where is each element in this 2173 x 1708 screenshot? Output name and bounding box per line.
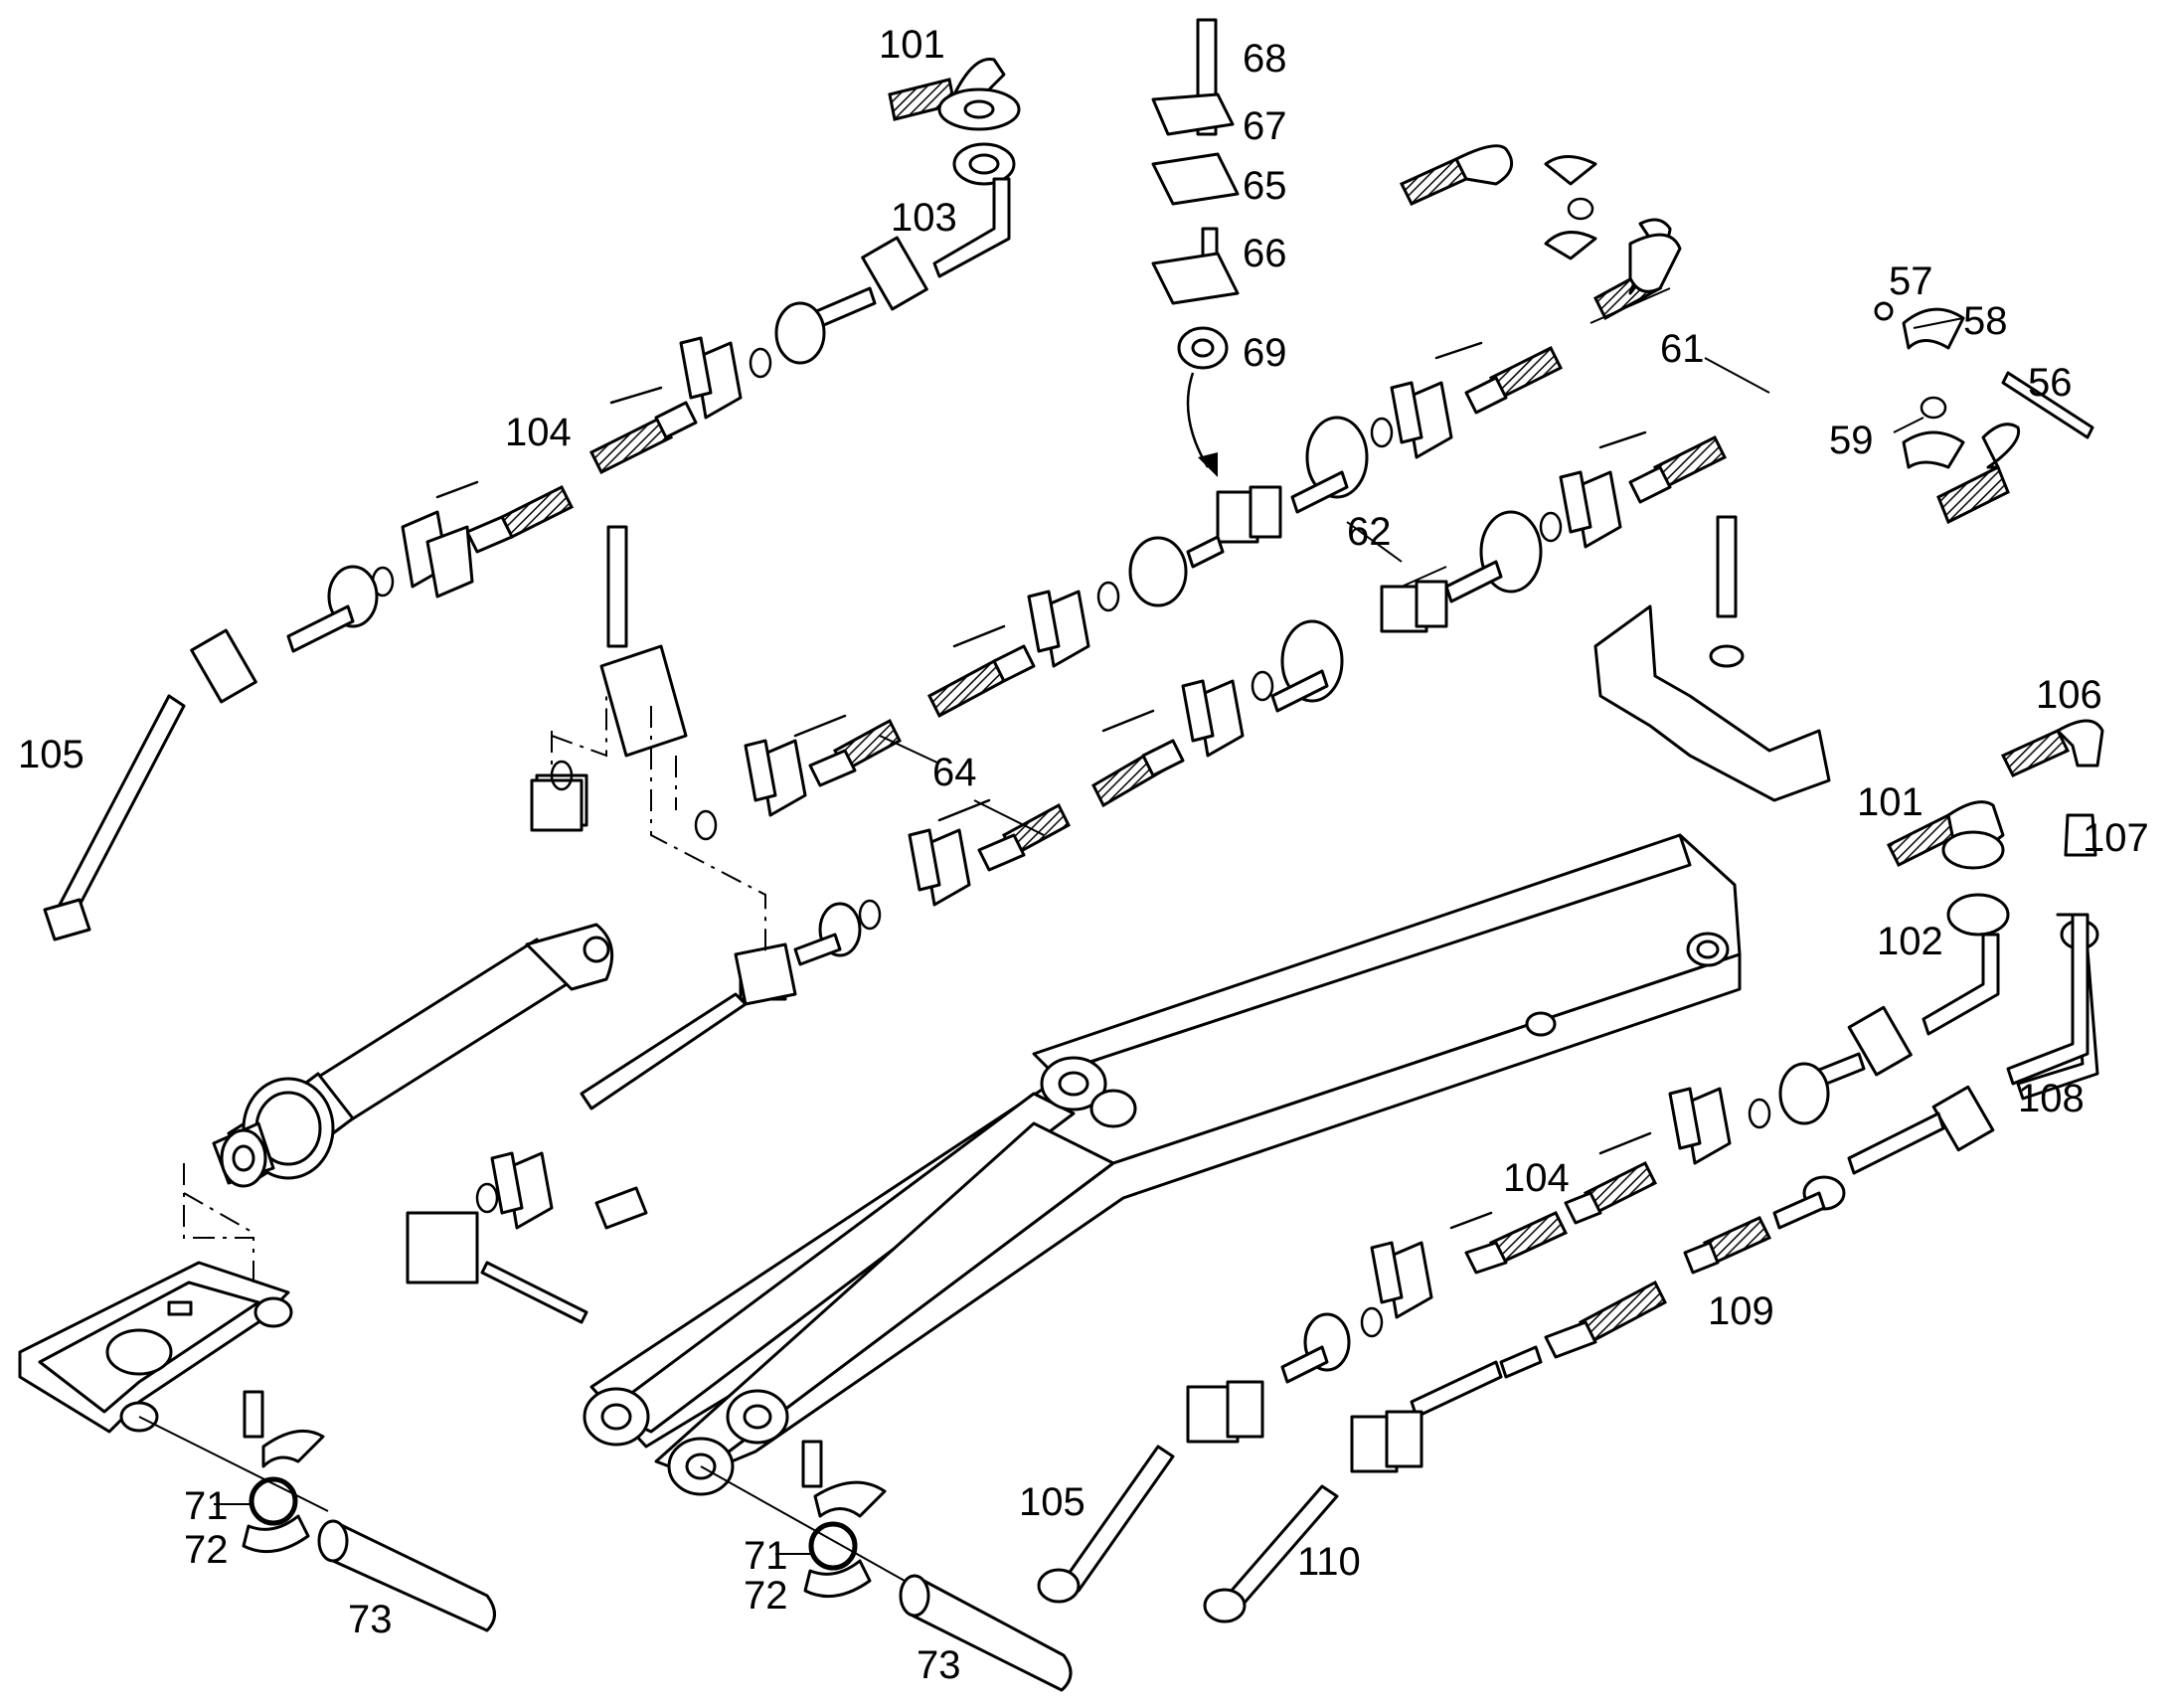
callout-105-left: 105 — [18, 733, 84, 776]
callout-104-right: 104 — [1503, 1156, 1570, 1200]
callout-73-right: 73 — [917, 1643, 961, 1687]
clamp-stack — [1151, 18, 1240, 477]
callout-67: 67 — [1243, 104, 1287, 148]
fittings-right — [1874, 301, 2094, 525]
hose-line-right — [1037, 719, 2104, 1623]
callout-58: 58 — [1963, 299, 2008, 343]
callout-108: 108 — [2018, 1077, 2085, 1120]
callout-labels: 101 68 67 65 103 66 57 58 61 69 56 104 5… — [18, 23, 2149, 1687]
callout-57: 57 — [1889, 259, 1933, 303]
leader-lines — [214, 287, 1964, 1555]
callout-69: 69 — [1243, 331, 1287, 375]
pin-assembly-right — [700, 1440, 1073, 1692]
mounting-bracket — [1593, 515, 1831, 802]
callout-68: 68 — [1243, 37, 1287, 81]
callout-71-left: 71 — [184, 1484, 229, 1528]
callout-72-left: 72 — [184, 1528, 229, 1572]
callout-72-right: 72 — [744, 1574, 788, 1618]
callout-102: 102 — [1877, 920, 1943, 963]
hose-line-center — [535, 144, 1728, 1001]
callout-109: 109 — [1708, 1289, 1774, 1333]
callout-110: 110 — [1297, 1540, 1361, 1584]
callout-107: 107 — [2083, 816, 2149, 860]
callout-66: 66 — [1243, 232, 1287, 275]
callout-62: 62 — [1347, 510, 1392, 554]
callout-64: 64 — [932, 751, 977, 794]
callout-103: 103 — [891, 196, 957, 240]
link-bracket — [18, 1261, 293, 1434]
hydraulic-cylinder — [212, 923, 614, 1188]
callout-71-right: 71 — [744, 1534, 788, 1578]
callout-59: 59 — [1829, 419, 1874, 462]
callout-101-top: 101 — [879, 23, 945, 67]
callout-56: 56 — [2028, 361, 2073, 405]
callout-73-left: 73 — [348, 1598, 393, 1641]
callout-65: 65 — [1243, 164, 1287, 208]
pin-assembly-left — [138, 1390, 496, 1632]
callout-105-right: 105 — [1019, 1480, 1086, 1524]
hose-line-top-left — [43, 57, 1021, 941]
callout-101-right: 101 — [1857, 780, 1923, 824]
callout-61: 61 — [1660, 327, 1705, 371]
valve-blocks — [183, 525, 797, 1324]
callout-104-top: 104 — [505, 411, 572, 454]
boom-arm — [583, 833, 1742, 1496]
callout-106: 106 — [2036, 673, 2102, 717]
